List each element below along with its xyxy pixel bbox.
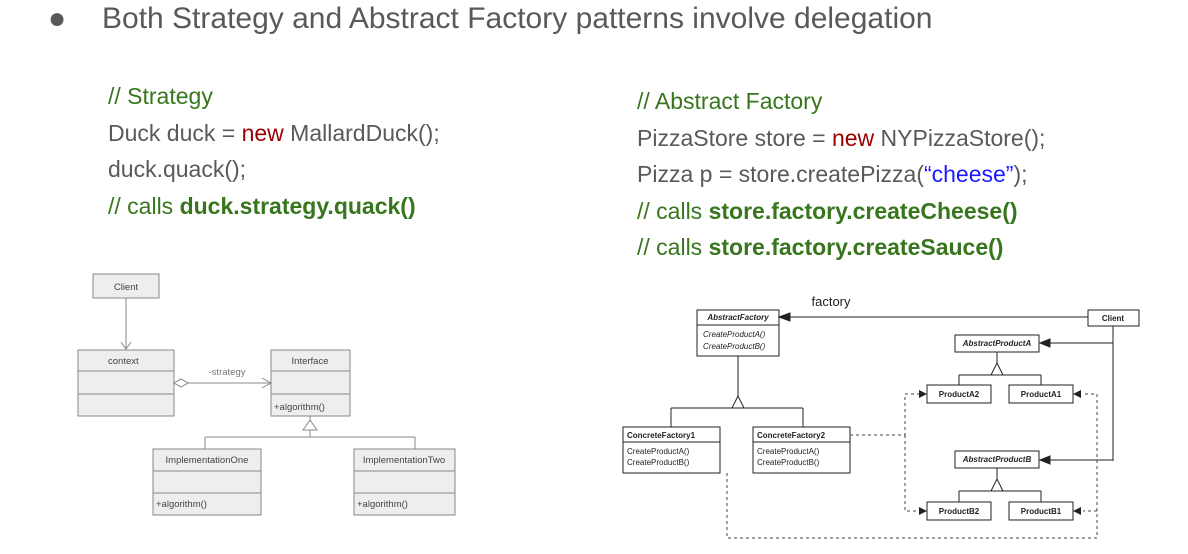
factory-comment: // Abstract Factory [637,88,823,114]
comment-call: store.factory.createSauce() [708,234,1004,260]
product-a1-label: ProductA1 [1021,390,1062,399]
concrete-factory-1-label: ConcreteFactory1 [627,431,696,440]
abstract-product-a-label: AbstractProductA [962,339,1032,348]
concrete-factory-2-label: ConcreteFactory2 [757,431,826,440]
cf2-dependency-a2 [850,393,920,436]
keyword-new: new [831,124,875,151]
factory-code-line-3: // calls store.factory.createCheese() [637,193,1045,230]
client-label: Client [114,282,139,293]
product-b1-label: ProductB1 [1021,507,1062,516]
factory-role-label: factory [811,294,851,309]
abstract-product-b-label: AbstractProductB [962,455,1032,464]
af-method-a: CreateProductA() [703,330,766,339]
impl-two-label: ImplementationTwo [363,455,445,466]
impl-one-label: ImplementationOne [166,455,249,466]
strategy-code-block: // Strategy Duck duck = new MallardDuck(… [108,78,440,224]
impl-one-box [152,448,262,516]
interface-method: +algorithm() [274,402,325,413]
impl-two-method: +algorithm() [357,499,408,510]
bullet-marker: ● [48,2,67,35]
cf2-dependency-b2 [904,435,920,512]
code-text: NYPizzaStore(); [874,124,1046,151]
code-text: ); [1013,161,1028,187]
context-box [77,349,175,417]
comment-call: store.factory.createCheese() [708,197,1018,224]
comment-text: // calls [637,234,709,260]
abstract-factory-label: AbstractFactory [706,313,769,322]
interface-label: Interface [292,356,329,367]
aggregation-diamond [172,378,190,388]
strategy-code-line-2: duck.quack(); [108,156,247,182]
strategy-role-label: -strategy [209,367,246,378]
factory-code-line-1: PizzaStore store = new NYPizzaStore(); [637,120,1045,157]
slide-heading: Both Strategy and Abstract Factory patte… [102,2,933,35]
strategy-uml-diagram: Client context Interface +algorithm() -s… [77,273,456,516]
concrete-factory-2-box [752,426,851,474]
client-box [92,273,160,299]
keyword-new: new [241,119,284,146]
af-method-b: CreateProductB() [703,342,766,351]
impl-one-method: +algorithm() [156,499,207,510]
concrete-factory-1-box [622,426,721,474]
context-label: context [108,356,139,367]
comment-text: // calls [637,197,709,224]
comment-call: duck.strategy.quack() [179,192,416,219]
interface-box [270,349,351,417]
cf1-dependency-a1 [726,393,1098,539]
cf1-method-a: CreateProductA() [627,447,690,456]
strategy-code-line-3: // calls duck.strategy.quack() [108,188,440,225]
cf1-method-b: CreateProductB() [627,458,690,467]
inheritance-triangle [302,419,318,431]
impl-two-box [353,448,456,516]
factory-code-line-4: // calls store.factory.createSauce() [637,229,1045,266]
product-b2-label: ProductB2 [939,507,980,516]
code-text: MallardDuck(); [283,119,440,146]
strategy-code-line-1: Duck duck = new MallardDuck(); [108,115,440,152]
code-text: Duck duck = [108,119,242,146]
strategy-comment: // Strategy [108,83,213,109]
factory-client-label: Client [1102,314,1125,323]
string-literal: “cheese” [923,161,1014,187]
cf2-method-a: CreateProductA() [757,447,820,456]
code-text: PizzaStore store = [637,124,832,151]
comment-text: // calls [108,192,180,219]
code-text: Pizza p = store.createPizza( [637,161,924,187]
factory-code-block: // Abstract Factory PizzaStore store = n… [637,83,1045,266]
cf2-method-b: CreateProductB() [757,458,820,467]
product-a2-label: ProductA2 [939,390,980,399]
abstract-factory-uml-diagram: AbstractFactory CreateProductA() CreateP… [622,294,1140,539]
factory-code-line-2: Pizza p = store.createPizza(“cheese”); [637,156,1045,193]
